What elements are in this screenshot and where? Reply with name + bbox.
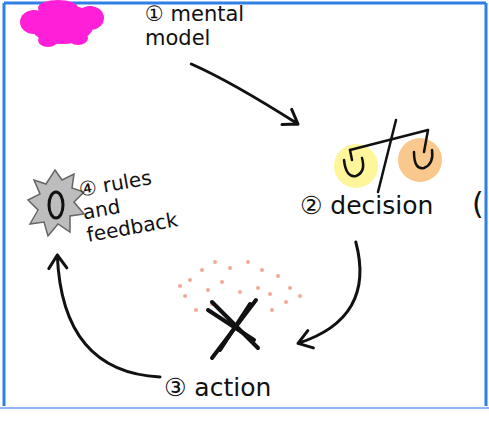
stage-label: ① mental model — [145, 2, 250, 50]
cycle-arrow — [49, 255, 160, 377]
gear — [28, 170, 84, 236]
margin-mark: ( — [472, 186, 484, 221]
stage-label: ④ rules and feedback — [77, 160, 197, 247]
balance-scale — [334, 120, 442, 192]
brain-blob — [20, 0, 104, 47]
stage-label: ② decision — [300, 192, 460, 221]
stage-node: ③ action — [160, 256, 298, 424]
cycle-arrow — [191, 64, 298, 125]
stage-node: ④ rules and feedback — [25, 165, 240, 255]
cycle-arrow — [298, 242, 360, 348]
stage-node: ① mental model — [15, 0, 250, 64]
frame — [0, 3, 489, 408]
action-burst — [178, 260, 302, 358]
stage-node: ② decision — [298, 108, 463, 242]
stage-label: ③ action — [164, 374, 298, 403]
